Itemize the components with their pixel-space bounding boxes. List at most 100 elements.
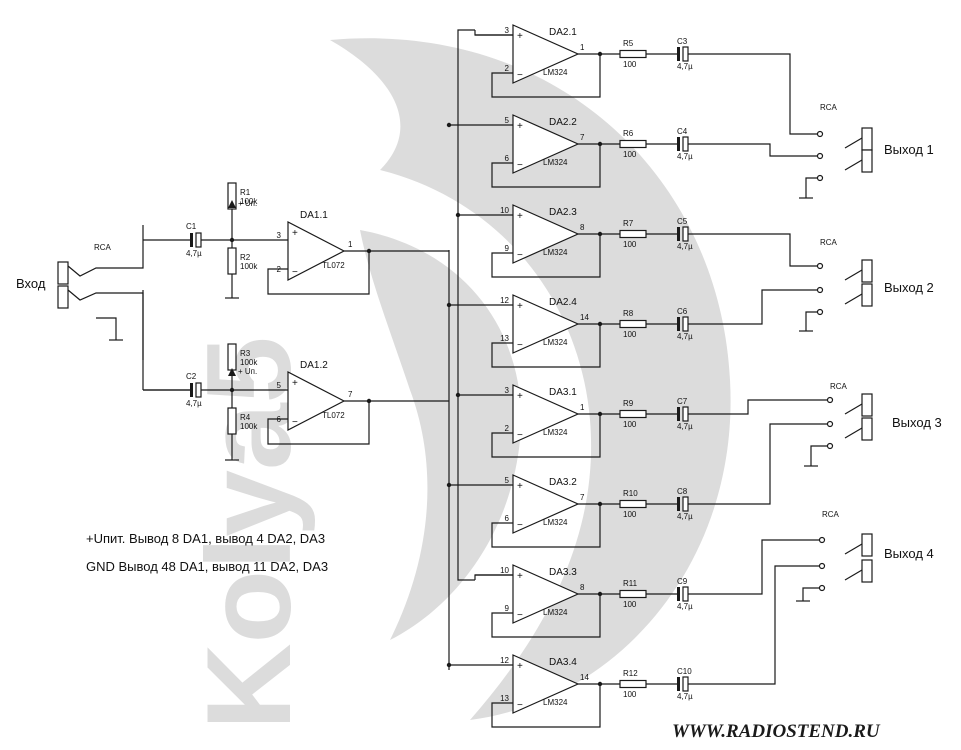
buffer-opamp [512, 564, 580, 624]
pin-number: 7 [580, 133, 585, 142]
buffer-opamp [512, 294, 580, 354]
wire [844, 137, 863, 149]
resistor-value: 100 [623, 60, 637, 69]
output-jack [861, 417, 873, 441]
pin-number: 1 [348, 240, 353, 249]
output-jack [861, 533, 873, 557]
resistor-name: R10 [623, 489, 638, 498]
pin-number: 9 [505, 244, 510, 253]
capacitor-plate [190, 233, 193, 247]
wire [810, 445, 830, 466]
junction-dot [229, 237, 235, 243]
jack-pin [826, 442, 834, 450]
wire [844, 159, 863, 171]
capacitor-plate [682, 676, 689, 692]
plus-sign: + [517, 571, 523, 582]
jack-pin [816, 152, 824, 160]
capacitor-plate [195, 232, 202, 248]
pin-number: 6 [277, 415, 282, 424]
opamp-type: LM324 [543, 158, 568, 167]
wire [844, 403, 863, 415]
pin-number: 13 [500, 334, 509, 343]
pin-number: 5 [505, 476, 510, 485]
output-rca-label: RCA [820, 238, 838, 247]
capacitor-name: C5 [677, 217, 688, 226]
opamp-type: LM324 [543, 518, 568, 527]
capacitor-name: C3 [677, 37, 688, 46]
buffer-opamp [512, 654, 580, 714]
resistor-name: R11 [623, 579, 638, 588]
output-jack [861, 393, 873, 417]
supply-arrow [228, 368, 236, 376]
pin-number: 1 [580, 43, 585, 52]
wire [67, 265, 110, 277]
pin-number: 13 [500, 694, 509, 703]
jack-pin [818, 584, 826, 592]
junction-dot [446, 662, 452, 668]
plus-sign: + [517, 211, 523, 222]
minus-sign: − [517, 610, 523, 621]
pin-number: 3 [277, 231, 282, 240]
resistor [227, 343, 237, 371]
opamp-type: LM324 [543, 338, 568, 347]
resistor-name: R8 [623, 309, 634, 318]
wire [844, 569, 863, 581]
wire [267, 251, 370, 295]
wire [110, 240, 144, 269]
pin-number: 10 [500, 206, 509, 215]
output-label: Выход 3 [892, 415, 942, 430]
buffer-opamp [512, 24, 580, 84]
pin-number: 3 [505, 386, 510, 395]
pin-number: 9 [505, 604, 510, 613]
input-rca-label: RCA [94, 243, 112, 252]
capacitor-plate [682, 136, 689, 152]
buffer-opamp [512, 114, 580, 174]
opamp-type: LM324 [543, 248, 568, 257]
plus-sign: + [517, 481, 523, 492]
wire [474, 574, 513, 580]
wire [805, 177, 820, 198]
opamp-type: LM324 [543, 68, 568, 77]
output-rca-label: RCA [820, 103, 838, 112]
wire [491, 414, 601, 458]
resistor-value: 100k [240, 197, 258, 206]
plus-sign: + [517, 391, 523, 402]
supply-arrow [228, 200, 236, 208]
capacitor-value: 4,7µ [186, 399, 202, 408]
capacitor-value: 4,7µ [186, 249, 202, 258]
capacitor-value: 4,7µ [677, 62, 693, 71]
plus-sign: + [517, 661, 523, 672]
minus-sign: − [292, 267, 298, 278]
capacitor-plate [677, 677, 680, 691]
wire [802, 587, 822, 601]
minus-sign: − [517, 340, 523, 351]
wire [844, 293, 863, 305]
pin-number: 8 [580, 223, 585, 232]
resistor-value: 100 [623, 150, 637, 159]
resistor-value: 100 [623, 240, 637, 249]
resistor-name: R6 [623, 129, 634, 138]
opamp-name: DA2.4 [549, 297, 577, 308]
jack-pin [818, 562, 826, 570]
output-jack [861, 259, 873, 283]
buffer-opamp [512, 204, 580, 264]
wire [688, 565, 822, 685]
junction-dot [229, 387, 235, 393]
capacitor-name: C6 [677, 307, 688, 316]
opamp-type: LM324 [543, 608, 568, 617]
capacitor-plate [682, 406, 689, 422]
capacitor-name: C8 [677, 487, 688, 496]
resistor [619, 499, 647, 509]
resistor [227, 407, 237, 435]
pin-number: 1 [580, 403, 585, 412]
capacitor-plate [682, 316, 689, 332]
wire [688, 399, 830, 415]
opamp-name: DA2.1 [549, 27, 577, 38]
pin-number: 2 [505, 64, 510, 73]
wire [688, 423, 830, 505]
resistor-name: R1 [240, 188, 251, 197]
capacitor-plate [677, 227, 680, 241]
pin-number: 12 [500, 296, 509, 305]
wire [844, 269, 863, 281]
